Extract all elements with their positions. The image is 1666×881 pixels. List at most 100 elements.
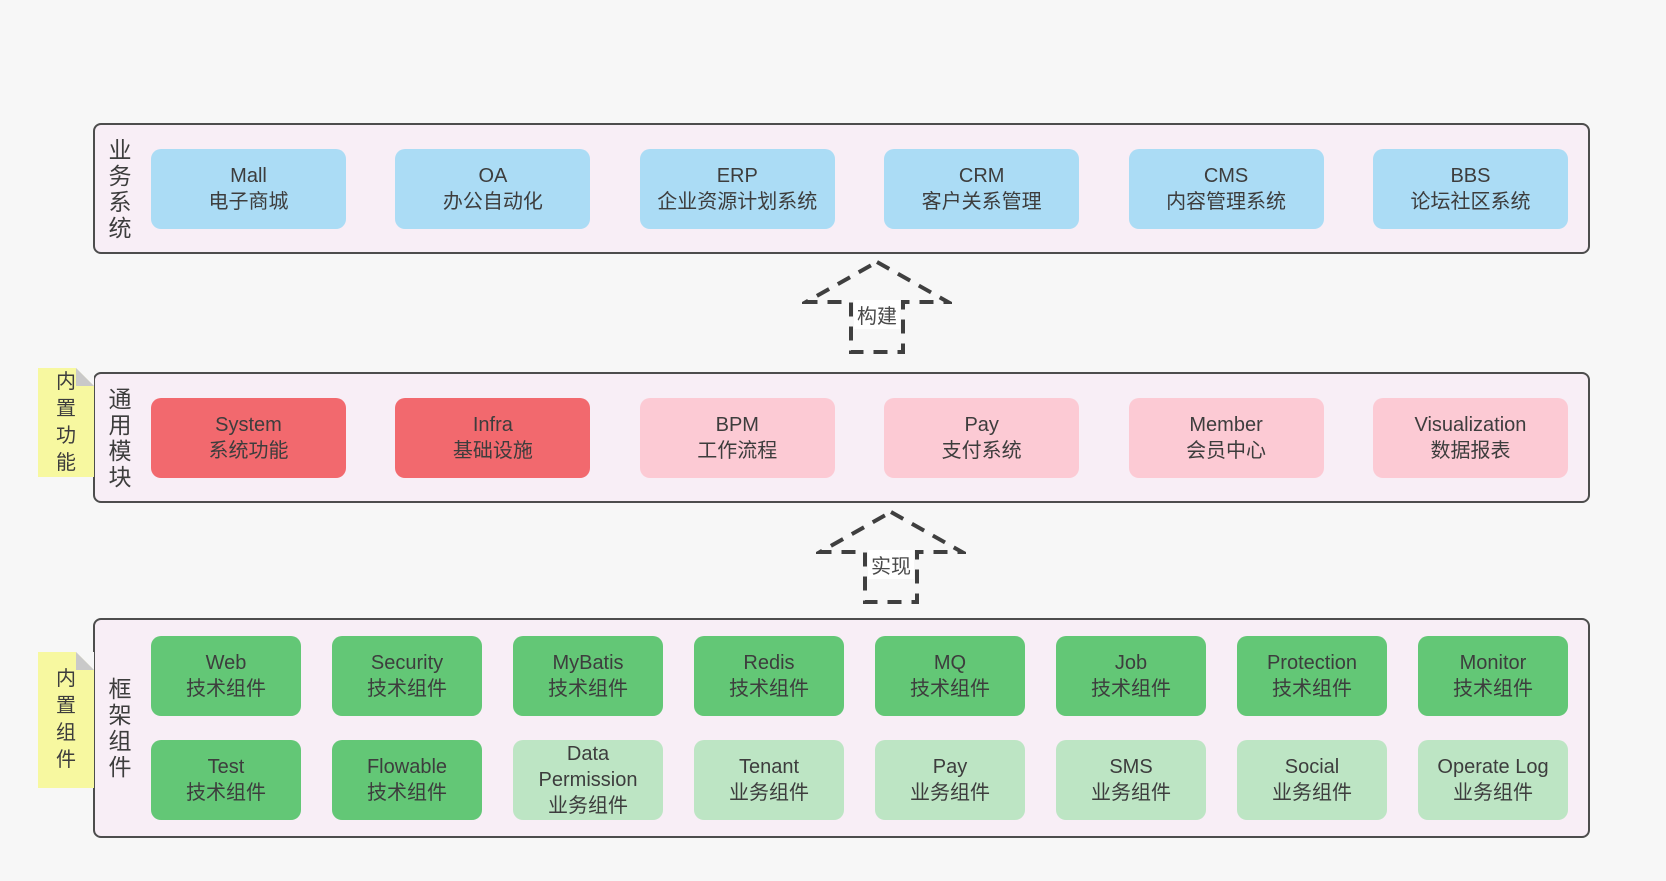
layer-business-systems: 业务系统 Mall 电子商城 OA 办公自动化 ERP 企业资源计划系统 CRM… xyxy=(93,123,1590,254)
box-title: SMS xyxy=(1109,756,1153,778)
arrow-implement-label: 实现 xyxy=(868,550,914,579)
box-title: ERP xyxy=(716,164,758,187)
box-title: Flowable xyxy=(366,756,448,778)
box-protection: Protection 技术组件 xyxy=(1237,636,1387,716)
folded-corner-icon xyxy=(76,652,94,670)
box-title: Tenant xyxy=(738,756,800,778)
box-subtitle: 数据报表 xyxy=(1430,439,1511,462)
box-subtitle: 工作流程 xyxy=(697,439,778,462)
box-job: Job 技术组件 xyxy=(1056,636,1206,716)
side-label-framework-components: 框架组件 xyxy=(108,676,132,780)
box-subtitle: 客户关系管理 xyxy=(921,190,1042,213)
component-rows: Web 技术组件 Security 技术组件 MyBatis 技术组件 Redi… xyxy=(151,636,1588,820)
box-title: Member xyxy=(1189,413,1263,436)
component-row-2: Test 技术组件 Flowable 技术组件 Data Permission … xyxy=(151,740,1568,820)
layer-framework-components: 框架组件 Web 技术组件 Security 技术组件 MyBatis 技术组件… xyxy=(93,618,1590,838)
box-mall: Mall 电子商城 xyxy=(151,148,346,229)
box-title: Visualization xyxy=(1414,413,1527,436)
box-subtitle: 技术组件 xyxy=(1272,678,1352,700)
box-title: Social xyxy=(1284,756,1340,778)
box-title: CRM xyxy=(958,164,1005,187)
box-subtitle: 技术组件 xyxy=(1453,678,1533,700)
box-subtitle: 技术组件 xyxy=(367,782,447,804)
box-mybatis: MyBatis 技术组件 xyxy=(513,636,663,716)
box-subtitle: 内容管理系统 xyxy=(1166,190,1287,213)
box-cms: CMS 内容管理系统 xyxy=(1128,148,1324,229)
box-title: Pay xyxy=(964,413,999,436)
box-title: Security xyxy=(370,652,444,674)
box-title: Infra xyxy=(472,413,513,436)
box-subtitle: 办公自动化 xyxy=(442,190,543,213)
box-infra: Infra 基础设施 xyxy=(395,397,591,478)
layer-common-modules: 通用模块 System 系统功能 Infra 基础设施 BPM 工作流程 Pay… xyxy=(93,372,1590,503)
box-test: Test 技术组件 xyxy=(151,740,301,820)
box-subtitle: 会员中心 xyxy=(1186,439,1267,462)
box-title: MyBatis xyxy=(552,652,624,674)
business-boxes-row: Mall 电子商城 OA 办公自动化 ERP 企业资源计划系统 CRM 客户关系… xyxy=(151,148,1588,229)
box-subtitle: 业务组件 xyxy=(729,782,809,804)
box-subtitle: 基础设施 xyxy=(452,439,533,462)
box-title: Redis xyxy=(743,652,795,674)
box-data-permission: Data Permission 业务组件 xyxy=(513,740,663,820)
box-subtitle: 技术组件 xyxy=(1091,678,1171,700)
box-subtitle: 系统功能 xyxy=(208,439,289,462)
box-title: Pay xyxy=(932,756,968,778)
box-system: System 系统功能 xyxy=(151,397,346,478)
sticky-built-in-features: 内置功能 xyxy=(38,368,94,477)
box-title: Web xyxy=(205,652,247,674)
box-subtitle: 技术组件 xyxy=(367,678,447,700)
box-crm: CRM 客户关系管理 xyxy=(884,148,1080,229)
box-subtitle: 技术组件 xyxy=(186,678,266,700)
box-title: System xyxy=(215,413,282,436)
box-subtitle: 电子商城 xyxy=(208,190,289,213)
box-redis: Redis 技术组件 xyxy=(694,636,844,716)
box-subtitle: 业务组件 xyxy=(548,795,628,817)
box-title: Operate Log xyxy=(1437,756,1549,778)
sticky-label: 内置组件 xyxy=(56,668,76,771)
box-title: CMS xyxy=(1203,164,1249,187)
box-subtitle: 支付系统 xyxy=(941,439,1022,462)
box-subtitle: 技术组件 xyxy=(548,678,628,700)
box-title: MQ xyxy=(933,652,967,674)
box-security: Security 技术组件 xyxy=(332,636,482,716)
box-social: Social 业务组件 xyxy=(1237,740,1387,820)
sticky-label: 内置功能 xyxy=(56,370,76,474)
box-mq: MQ 技术组件 xyxy=(875,636,1025,716)
box-sms: SMS 业务组件 xyxy=(1056,740,1206,820)
box-subtitle: 业务组件 xyxy=(1272,782,1352,804)
side-label-business-systems: 业务系统 xyxy=(108,136,132,241)
box-pay-component: Pay 业务组件 xyxy=(875,740,1025,820)
side-label-common-modules: 通用模块 xyxy=(108,385,132,490)
arrow-build-label: 构建 xyxy=(854,300,900,329)
box-title: Test xyxy=(207,756,245,778)
box-title: Job xyxy=(1114,652,1148,674)
box-erp: ERP 企业资源计划系统 xyxy=(639,148,835,229)
folded-corner-icon xyxy=(76,368,94,386)
box-flowable: Flowable 技术组件 xyxy=(332,740,482,820)
box-tenant: Tenant 业务组件 xyxy=(694,740,844,820)
box-subtitle: 技术组件 xyxy=(910,678,990,700)
box-title: OA xyxy=(478,164,508,187)
box-visualization: Visualization 数据报表 xyxy=(1372,397,1568,478)
box-web: Web 技术组件 xyxy=(151,636,301,716)
box-subtitle: 技术组件 xyxy=(186,782,266,804)
box-bbs: BBS 论坛社区系统 xyxy=(1372,148,1568,229)
box-pay: Pay 支付系统 xyxy=(884,397,1080,478)
component-row-1: Web 技术组件 Security 技术组件 MyBatis 技术组件 Redi… xyxy=(151,636,1568,716)
box-subtitle: 论坛社区系统 xyxy=(1410,190,1531,213)
box-subtitle: 业务组件 xyxy=(910,782,990,804)
arrow-implement: 实现 xyxy=(816,508,966,606)
box-member: Member 会员中心 xyxy=(1128,397,1324,478)
module-boxes-row: System 系统功能 Infra 基础设施 BPM 工作流程 Pay 支付系统… xyxy=(151,397,1588,478)
box-title: BPM xyxy=(715,413,759,436)
box-monitor: Monitor 技术组件 xyxy=(1418,636,1568,716)
arrow-build: 构建 xyxy=(802,258,952,356)
box-subtitle: 技术组件 xyxy=(729,678,809,700)
box-subtitle: 业务组件 xyxy=(1091,782,1171,804)
box-oa: OA 办公自动化 xyxy=(395,148,591,229)
box-title: Monitor xyxy=(1459,652,1527,674)
box-bpm: BPM 工作流程 xyxy=(639,397,835,478)
box-title: Protection xyxy=(1266,652,1358,674)
sticky-built-in-components: 内置组件 xyxy=(38,652,94,788)
